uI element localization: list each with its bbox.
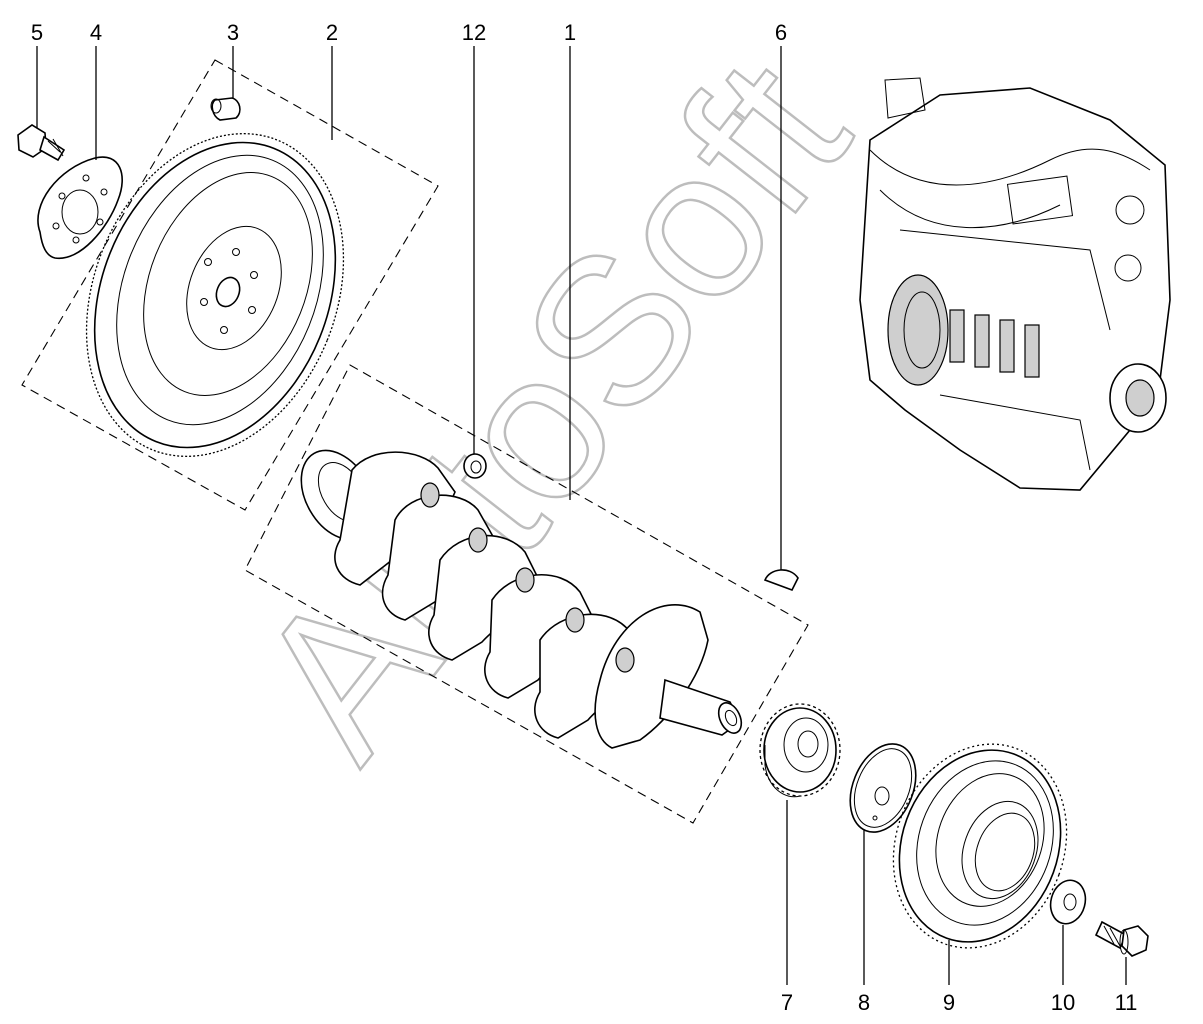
flywheel-washer-plate-part-4	[37, 156, 123, 259]
flywheel-group-outline	[21, 59, 439, 511]
callout-11: 11	[1115, 990, 1138, 1015]
callout-7: 7	[781, 990, 793, 1015]
flywheel-part-2	[85, 133, 345, 457]
dowel-pin-part-3	[210, 97, 241, 121]
pulley-bolt-part-11	[1094, 920, 1149, 957]
callout-3: 3	[227, 20, 239, 45]
washer-part-8	[849, 743, 917, 833]
callout-12: 12	[462, 20, 486, 45]
flywheel-bolt-part-5	[17, 124, 66, 162]
crankshaft-group-outline	[244, 364, 809, 824]
woodruff-key-part-6	[763, 569, 799, 591]
callout-6: 6	[775, 20, 787, 45]
engine-assembly-illustration	[859, 77, 1171, 491]
pulley-washer-part-10	[1049, 879, 1087, 925]
callout-9: 9	[943, 990, 955, 1015]
leader-lines	[36, 46, 1127, 985]
pilot-bushing-part-12	[463, 453, 487, 479]
crankshaft-pulley-part-9	[892, 743, 1068, 949]
callout-8: 8	[858, 990, 870, 1015]
crankshaft-part-1	[300, 449, 743, 749]
callout-2: 2	[326, 20, 338, 45]
callout-4: 4	[90, 20, 102, 45]
callout-10: 10	[1051, 990, 1075, 1015]
callout-5: 5	[31, 20, 43, 45]
callout-1: 1	[564, 20, 576, 45]
timing-sprocket-part-7	[759, 703, 841, 798]
